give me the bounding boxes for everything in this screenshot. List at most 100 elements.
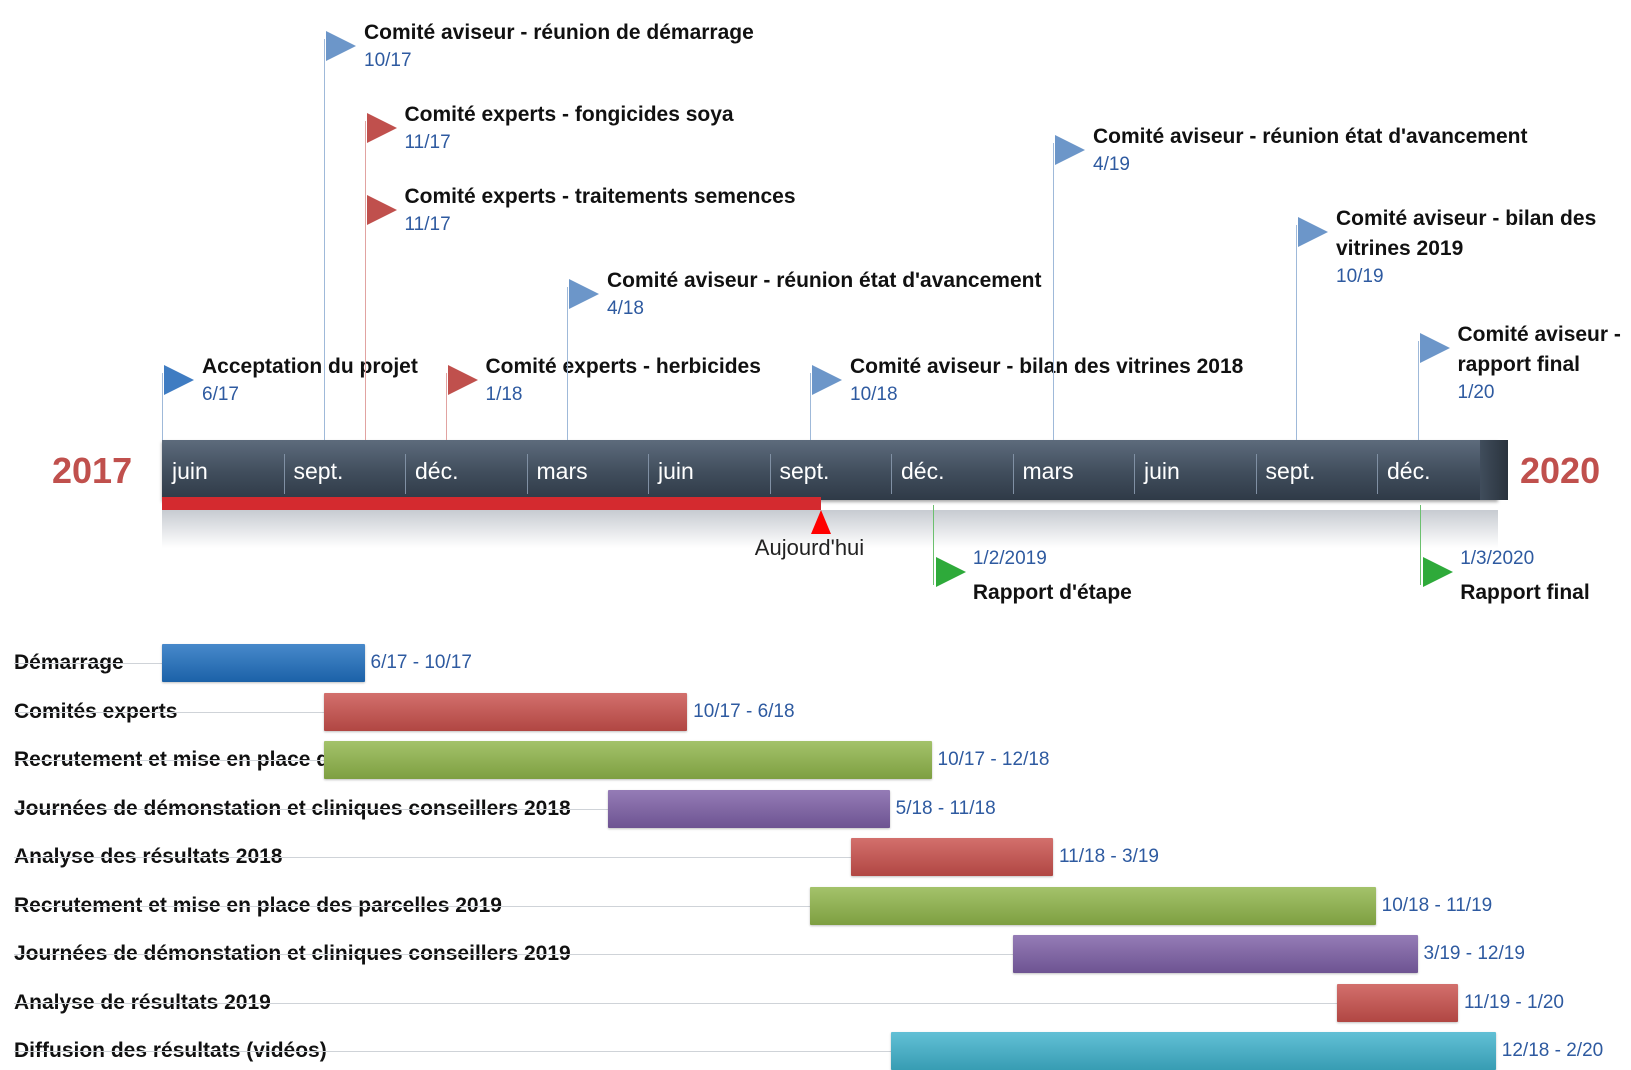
timeline-bar-end	[1480, 440, 1508, 500]
task-guide-line	[14, 1051, 891, 1052]
milestone-title: Comité aviseur - bilan des vitrines 2018	[850, 355, 1244, 378]
task-label: Comités experts	[14, 699, 178, 723]
month-separator	[405, 454, 406, 494]
milestone-line	[162, 373, 163, 440]
flag-icon	[1419, 333, 1450, 363]
milestone-date: 11/17	[404, 132, 451, 153]
task-label: Démarrage	[14, 651, 124, 674]
flag-icon	[326, 31, 356, 61]
milestone-line	[1053, 143, 1054, 440]
month-label: juin	[172, 458, 208, 484]
milestone-date: 11/17	[404, 214, 451, 235]
milestone-date: 1/20	[1457, 382, 1495, 403]
timeline-bar	[162, 440, 1498, 500]
flag-icon	[1298, 217, 1328, 247]
task-guide-line	[14, 663, 162, 664]
month-label: juin	[1144, 458, 1180, 484]
milestone-line	[1420, 505, 1422, 585]
milestone-title: Comité experts - fongicides soya	[404, 103, 734, 126]
flag-icon	[447, 365, 478, 395]
milestone-title: Comité aviseur - bilan des	[1336, 207, 1597, 230]
task-label: Analyse des résultats 2018	[14, 845, 283, 868]
progress-bar	[162, 497, 821, 510]
flag-icon	[366, 195, 397, 225]
task-guide-line	[14, 905, 810, 907]
flag-icon	[935, 557, 966, 587]
milestone-line	[445, 373, 447, 440]
milestone-line	[1296, 225, 1297, 440]
milestone-date: 1/18	[485, 384, 523, 405]
milestone-date: 10/17	[364, 50, 412, 71]
month-separator	[1134, 454, 1135, 494]
task-bar	[891, 1032, 1496, 1070]
milestone-title: Rapport final	[1460, 581, 1590, 604]
task-guide-line	[14, 711, 324, 713]
task-bar	[1012, 935, 1418, 973]
month-label: mars	[536, 458, 588, 484]
task-guide-line	[14, 954, 1013, 955]
month-label: déc.	[901, 458, 945, 484]
milestone-title: vitrines 2019	[1336, 237, 1464, 260]
task-range-label: 10/17 - 12/18	[937, 749, 1050, 770]
month-separator	[1377, 454, 1378, 494]
task-bar	[162, 644, 365, 682]
month-label: mars	[1022, 458, 1074, 484]
task-range-label: 10/17 - 6/18	[693, 700, 795, 722]
month-separator	[283, 454, 285, 494]
milestone-line	[810, 373, 811, 440]
milestone-title: Comité experts - herbicides	[485, 355, 761, 378]
task-label: Journées de démonstation et cliniques co…	[14, 796, 571, 820]
task-label: Recrutement et mise en place des parcell…	[14, 893, 502, 917]
task-bar	[607, 789, 890, 828]
task-range-label: 11/19 - 1/20	[1464, 991, 1565, 1013]
task-bar	[810, 886, 1376, 925]
milestone-title: Rapport d'étape	[972, 581, 1132, 604]
milestone-title: Comité aviseur -	[1457, 323, 1621, 346]
today-label: Aujourd'hui	[754, 535, 865, 560]
month-label: sept.	[1265, 458, 1316, 484]
task-range-label: 10/18 - 11/19	[1381, 894, 1493, 916]
task-bar	[1336, 983, 1458, 1022]
milestone-date: 1/3/2020	[1460, 548, 1535, 569]
task-bar	[324, 741, 932, 779]
end-year-label: 2020	[1520, 450, 1601, 491]
month-label: sept.	[779, 458, 830, 484]
task-bar	[850, 838, 1053, 876]
task-range-label: 12/18 - 2/20	[1501, 1040, 1604, 1061]
milestone-title: Comité aviseur - réunion état d'avanceme…	[607, 269, 1042, 292]
milestone-title: rapport final	[1457, 353, 1581, 376]
milestone-line	[1417, 341, 1419, 440]
month-separator	[1255, 454, 1257, 494]
flag-icon	[366, 113, 397, 143]
milestone-line	[324, 39, 325, 440]
task-label: Diffusion des résultats (vidéos)	[14, 1039, 327, 1062]
month-label: juin	[658, 458, 694, 484]
flag-icon	[812, 365, 842, 395]
milestone-date: 6/17	[202, 384, 239, 405]
task-label: Analyse de résultats 2019	[14, 990, 271, 1014]
milestone-title: Comité experts - traitements semences	[404, 185, 796, 208]
milestone-title: Comité aviseur - réunion de démarrage	[364, 21, 754, 44]
task-range-label: 5/18 - 11/18	[895, 797, 996, 819]
month-label: déc.	[1387, 458, 1431, 484]
milestone-line	[364, 203, 366, 440]
flag-icon	[569, 279, 599, 309]
milestone-line	[932, 505, 934, 585]
task-guide-line	[14, 1002, 1337, 1004]
milestone-date: 4/19	[1093, 154, 1130, 175]
task-range-label: 3/19 - 12/19	[1423, 943, 1525, 964]
task-bar	[324, 692, 688, 731]
start-year-label: 2017	[52, 450, 133, 491]
milestone-date: 10/18	[850, 384, 898, 405]
month-separator	[526, 454, 528, 494]
task-range-label: 11/18 - 3/19	[1059, 846, 1160, 867]
flag-icon	[164, 365, 194, 395]
month-label: sept.	[293, 458, 344, 484]
milestone-title: Acceptation du projet	[202, 355, 418, 378]
month-separator	[769, 454, 771, 494]
task-label: Journées de démonstation et cliniques co…	[14, 942, 571, 965]
task-range-label: 6/17 - 10/17	[370, 652, 472, 673]
task-guide-line	[14, 857, 851, 858]
task-guide-line	[14, 760, 324, 761]
month-separator	[1012, 454, 1014, 494]
